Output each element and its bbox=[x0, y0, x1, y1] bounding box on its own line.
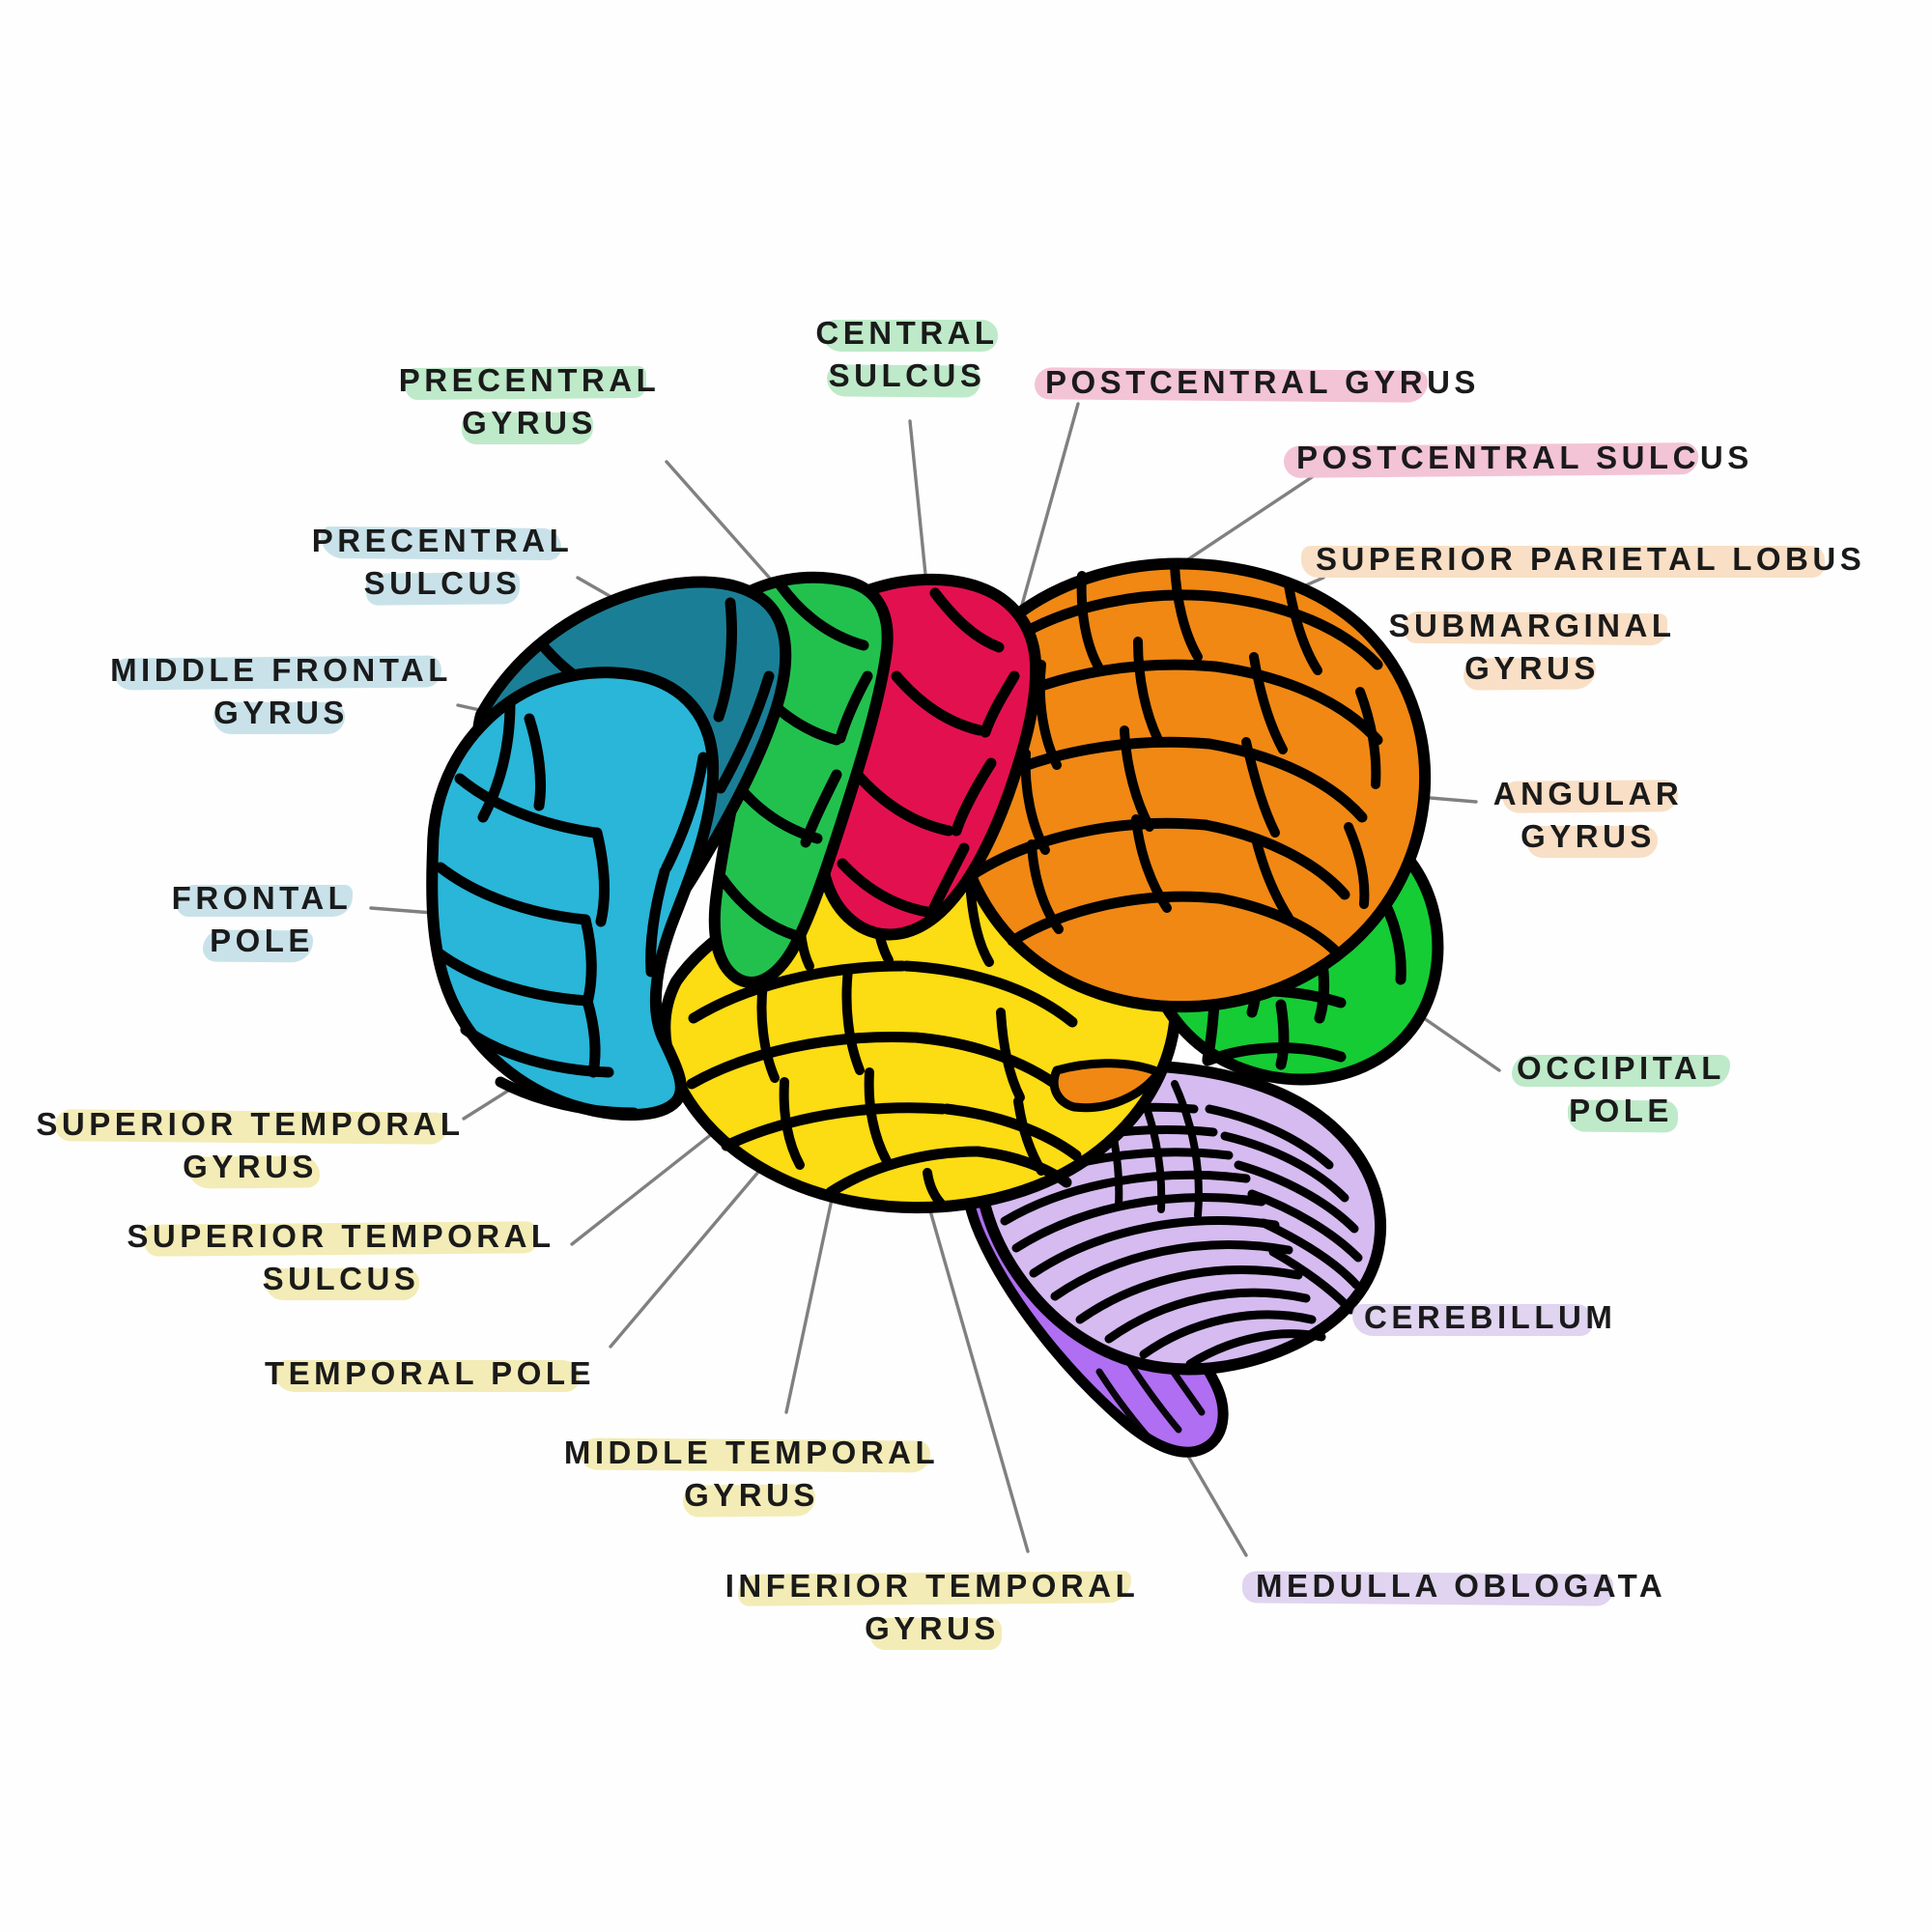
label-text: OCCIPITAL bbox=[1517, 1050, 1725, 1086]
label-middle-frontal-gyrus[interactable]: MIDDLE FRONTAL GYRUS bbox=[104, 649, 458, 734]
label-line: MIDDLE TEMPORAL bbox=[556, 1432, 947, 1474]
label-line: TEMPORAL POLE bbox=[263, 1352, 597, 1395]
label-line: SULCUS bbox=[800, 355, 1014, 398]
label-text: POSTCENTRAL GYRUS bbox=[1045, 364, 1480, 400]
label-text: ANGULAR bbox=[1492, 776, 1684, 811]
label-medulla-oblogata[interactable]: MEDULLA OBLOGATA bbox=[1241, 1565, 1681, 1607]
label-line: SULCUS bbox=[126, 1258, 556, 1300]
label-text: GYRUS bbox=[1520, 817, 1656, 854]
label-text: SUPERIOR PARIETAL LOBUS bbox=[1316, 541, 1866, 577]
label-line: MEDULLA OBLOGATA bbox=[1241, 1565, 1681, 1607]
label-middle-temporal-gyrus[interactable]: MIDDLE TEMPORAL GYRUS bbox=[556, 1432, 947, 1518]
label-line: POLE bbox=[1503, 1090, 1739, 1133]
label-cerebillum[interactable]: CEREBILLUM bbox=[1352, 1296, 1634, 1339]
label-text: POSTCENTRAL SULCUS bbox=[1296, 440, 1753, 475]
label-text: MIDDLE FRONTAL bbox=[110, 652, 452, 688]
highlighter-stroke bbox=[1301, 545, 1825, 578]
label-postcentral-sulcus[interactable]: POSTCENTRAL SULCUS bbox=[1283, 437, 1748, 479]
highlighter-stroke bbox=[1511, 1054, 1731, 1087]
label-line: GYRUS bbox=[1379, 647, 1685, 691]
label-temporal-pole[interactable]: TEMPORAL POLE bbox=[263, 1352, 597, 1395]
highlighter-stroke bbox=[869, 1617, 1003, 1650]
label-line: CEREBILLUM bbox=[1352, 1296, 1634, 1339]
label-text: INFERIOR TEMPORAL bbox=[724, 1568, 1140, 1604]
label-text: SULCUS bbox=[363, 564, 522, 601]
label-text: SULCUS bbox=[828, 356, 986, 393]
leader-line-inferior-temporal-gyrus bbox=[927, 1206, 1030, 1553]
label-line: GYRUS bbox=[394, 402, 665, 444]
label-precentral-sulcus[interactable]: PRECENTRAL SULCUS bbox=[307, 520, 578, 606]
label-text: PRECENTRAL bbox=[398, 362, 661, 398]
label-text: SUPERIOR TEMPORAL bbox=[36, 1106, 465, 1142]
leader-line-postcentral-gyrus bbox=[1010, 402, 1080, 641]
label-occipital-pole[interactable]: OCCIPITAL POLE bbox=[1503, 1047, 1739, 1133]
highlighter-stroke bbox=[265, 1267, 419, 1300]
highlighter-stroke bbox=[177, 884, 353, 917]
label-line: GYRUS bbox=[35, 1146, 466, 1189]
label-postcentral-gyrus[interactable]: POSTCENTRAL GYRUS bbox=[1034, 361, 1480, 404]
label-text: GYRUS bbox=[183, 1148, 318, 1184]
label-frontal-pole[interactable]: FRONTAL POLE bbox=[158, 877, 365, 963]
label-text: MIDDLE TEMPORAL bbox=[563, 1435, 940, 1470]
label-line: POSTCENTRAL GYRUS bbox=[1034, 361, 1480, 404]
label-line: POSTCENTRAL SULCUS bbox=[1283, 437, 1748, 479]
label-line: SULCUS bbox=[307, 562, 578, 606]
label-text: GYRUS bbox=[865, 1609, 1000, 1646]
label-line: CENTRAL bbox=[800, 312, 1014, 355]
label-text: TEMPORAL POLE bbox=[264, 1355, 596, 1391]
label-line: FRONTAL bbox=[158, 877, 365, 920]
label-text: MEDULLA OBLOGATA bbox=[1256, 1568, 1667, 1604]
label-line: SUPERIOR TEMPORAL bbox=[35, 1103, 466, 1146]
label-line: POLE bbox=[158, 920, 365, 963]
label-line: ANGULAR bbox=[1480, 773, 1696, 815]
label-line: SUPERIOR PARIETAL LOBUS bbox=[1301, 538, 1876, 581]
label-line: GYRUS bbox=[1480, 815, 1696, 858]
label-line: GYRUS bbox=[717, 1607, 1148, 1650]
label-line: GYRUS bbox=[556, 1474, 947, 1518]
label-line: PRECENTRAL bbox=[394, 359, 665, 402]
label-line: MIDDLE FRONTAL bbox=[104, 649, 458, 692]
label-superior-temporal-gyrus[interactable]: SUPERIOR TEMPORAL GYRUS bbox=[35, 1103, 466, 1189]
label-line: INFERIOR TEMPORAL bbox=[717, 1565, 1148, 1607]
label-line: OCCIPITAL bbox=[1503, 1047, 1739, 1090]
label-text: SUBMARGINAL bbox=[1388, 608, 1676, 643]
brain-body bbox=[426, 557, 1444, 1458]
label-text: GYRUS bbox=[684, 1476, 819, 1513]
label-line: SUPERIOR TEMPORAL bbox=[126, 1215, 556, 1258]
label-text: CENTRAL bbox=[815, 315, 999, 351]
leader-line-occipital-pole bbox=[1422, 1016, 1501, 1072]
label-submarginal-gyrus[interactable]: SUBMARGINAL GYRUS bbox=[1379, 605, 1685, 691]
highlighter-stroke bbox=[1352, 1303, 1593, 1336]
label-text: PRECENTRAL bbox=[311, 523, 574, 558]
label-text: SULCUS bbox=[262, 1260, 420, 1296]
label-text: POLE bbox=[1569, 1092, 1673, 1128]
label-text: SUPERIOR TEMPORAL bbox=[127, 1218, 555, 1254]
label-text: FRONTAL bbox=[171, 880, 353, 916]
label-angular-gyrus[interactable]: ANGULAR GYRUS bbox=[1480, 773, 1696, 858]
label-line: SUBMARGINAL bbox=[1379, 605, 1685, 647]
label-superior-parietal-lobus[interactable]: SUPERIOR PARIETAL LOBUS bbox=[1301, 538, 1876, 581]
label-text: GYRUS bbox=[462, 404, 597, 440]
label-superior-temporal-sulcus[interactable]: SUPERIOR TEMPORAL SULCUS bbox=[126, 1215, 556, 1300]
highlighter-stroke bbox=[822, 319, 998, 352]
label-inferior-temporal-gyrus[interactable]: INFERIOR TEMPORAL GYRUS bbox=[717, 1565, 1148, 1650]
label-text: POLE bbox=[210, 922, 314, 958]
region-insula-sliver bbox=[1049, 1059, 1164, 1113]
leader-line-temporal-pole bbox=[609, 1169, 761, 1349]
label-text: GYRUS bbox=[213, 694, 349, 730]
highlighter-stroke bbox=[213, 701, 346, 734]
highlighter-stroke bbox=[461, 412, 594, 444]
label-central-sulcus[interactable]: CENTRAL SULCUS bbox=[800, 312, 1014, 398]
label-line: GYRUS bbox=[104, 692, 458, 734]
label-precentral-gyrus[interactable]: PRECENTRAL GYRUS bbox=[394, 359, 665, 444]
label-text: CEREBILLUM bbox=[1364, 1299, 1617, 1335]
highlighter-stroke bbox=[1525, 825, 1659, 858]
leader-line-middle-temporal-gyrus bbox=[784, 1175, 838, 1414]
highlighter-stroke bbox=[273, 1359, 581, 1392]
label-text: GYRUS bbox=[1464, 649, 1600, 686]
label-line: PRECENTRAL bbox=[307, 520, 578, 562]
